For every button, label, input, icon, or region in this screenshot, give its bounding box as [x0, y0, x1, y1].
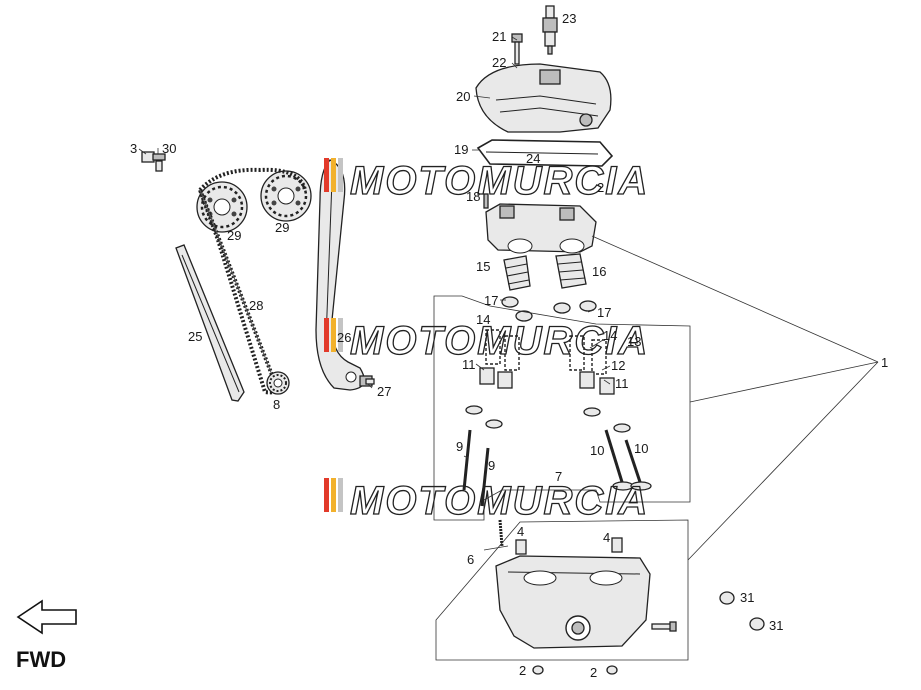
intake-valves [462, 429, 490, 507]
callout-28: 28 [249, 298, 263, 313]
head-stud [498, 519, 504, 547]
callout-9: 9 [456, 439, 463, 454]
callout-16: 16 [592, 264, 606, 279]
watermark-top: MOTOMURCIA [324, 158, 649, 204]
callout-11: 11 [615, 376, 629, 391]
forward-arrow-icon [16, 599, 77, 635]
callout-9: 9 [488, 458, 495, 473]
fwd-label: FWD [16, 647, 66, 672]
valve-springs-intake [465, 329, 520, 429]
camshaft-carrier [485, 203, 597, 254]
callout-22: 22 [492, 55, 506, 70]
callout-4: 4 [517, 524, 524, 539]
callout-2: 2 [519, 663, 526, 678]
callout-1: 1 [881, 355, 888, 370]
callout-19: 19 [454, 142, 468, 157]
head-fitting-bolt [651, 621, 677, 632]
sealing-plugs [719, 591, 765, 631]
chain-guide-fixed [175, 244, 245, 402]
callout-21: 21 [492, 29, 506, 44]
exhaust-valves [604, 429, 652, 491]
callout-23: 23 [562, 11, 576, 26]
callout-labels: 1 2 2 2 3 30 4 4 6 7 8 9 9 10 10 11 11 1… [130, 11, 888, 680]
callout-12: 12 [611, 358, 625, 373]
callout-7: 7 [555, 469, 562, 484]
callout-18: 18 [466, 189, 480, 204]
camshaft-intake [503, 255, 531, 291]
svg-text:MOTOMURCIA: MOTOMURCIA [350, 319, 649, 363]
callout-20: 20 [456, 89, 470, 104]
camshaft-exhaust [555, 253, 587, 289]
callout-30: 30 [162, 141, 176, 156]
cylinder-head-cover [475, 63, 612, 133]
watermark-middle: MOTOMURCIA [324, 318, 649, 364]
callout-14: 14 [476, 312, 490, 327]
tensioner-bolt [359, 375, 375, 387]
valve-springs-exhaust [569, 335, 631, 433]
callout-25: 25 [188, 329, 202, 344]
spark-plug [542, 5, 558, 55]
callout-2: 2 [597, 180, 604, 195]
callout-2: 2 [590, 665, 597, 680]
guide-bolt [141, 151, 166, 172]
callout-24: 24 [526, 151, 540, 166]
crankshaft-sprocket [266, 371, 290, 395]
callout-6: 6 [467, 552, 474, 567]
callout-29: 29 [227, 228, 241, 243]
camshaft-sprocket-right [260, 170, 312, 222]
callout-11: 11 [462, 357, 476, 372]
valve-group-outline [433, 295, 691, 521]
callout-31: 31 [740, 590, 754, 605]
callout-27: 27 [377, 384, 391, 399]
cylinder-head [495, 537, 651, 649]
cover-gasket [476, 139, 614, 167]
dowel-bush [532, 665, 544, 675]
callout-31: 31 [769, 618, 783, 633]
callout-4: 4 [603, 530, 610, 545]
callout-8: 8 [273, 397, 280, 412]
leader-lines [138, 36, 611, 459]
timing-chain [198, 167, 307, 395]
callout-3: 3 [130, 141, 137, 156]
svg-text:MOTOMURCIA: MOTOMURCIA [350, 159, 649, 203]
callout-15: 15 [476, 259, 490, 274]
callout-10: 10 [590, 443, 604, 458]
callout-29: 29 [275, 220, 289, 235]
callout-17: 17 [484, 293, 498, 308]
callout-26: 26 [337, 330, 351, 345]
callout-13: 13 [627, 334, 641, 349]
cover-bolt [511, 33, 523, 65]
callout-17: 17 [597, 305, 611, 320]
watermark-bottom: MOTOMURCIA [324, 478, 649, 524]
valve-tappets [501, 296, 597, 322]
cylinder-head-outline [435, 519, 689, 661]
dowel-bush-2 [606, 665, 618, 675]
dowel-pin [483, 193, 489, 209]
callout-10: 10 [634, 441, 648, 456]
callout-14: 14 [603, 328, 617, 343]
callout-1-leader-lines [591, 235, 879, 561]
svg-text:MOTOMURCIA: MOTOMURCIA [350, 479, 649, 523]
